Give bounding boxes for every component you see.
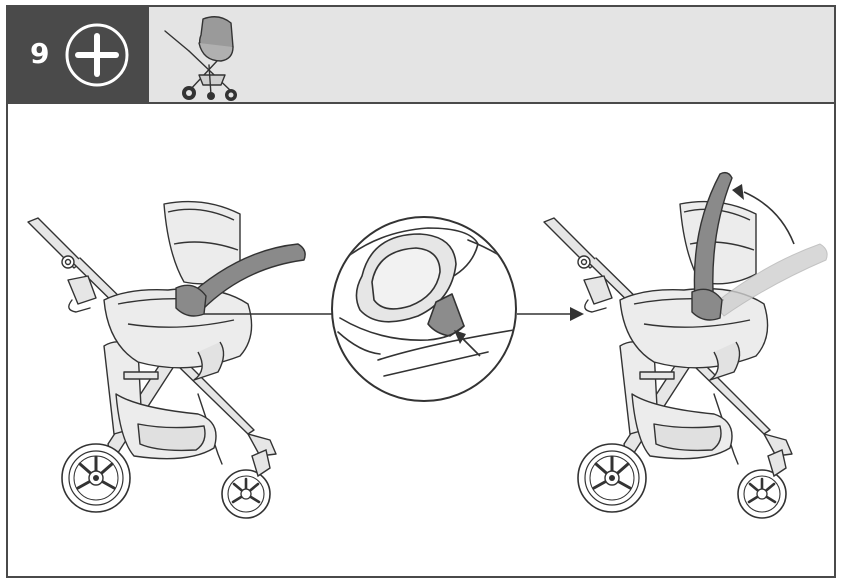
stroller-handle-raised bbox=[542, 171, 828, 520]
transition-arrow bbox=[517, 307, 584, 321]
thumbnail-strip bbox=[149, 7, 834, 102]
instruction-panel: 9 bbox=[6, 5, 836, 578]
pivot-detail-zoom bbox=[331, 216, 517, 402]
step-header: 9 bbox=[8, 7, 834, 104]
stroller-thumbnail-icon bbox=[164, 16, 237, 101]
stroller-handle-down bbox=[26, 200, 334, 520]
illustration-scene bbox=[26, 171, 828, 520]
plus-circle-icon bbox=[65, 23, 129, 87]
step-badge: 9 bbox=[8, 7, 149, 102]
step-number: 9 bbox=[30, 37, 50, 70]
rotate-up-arrow bbox=[732, 184, 795, 245]
